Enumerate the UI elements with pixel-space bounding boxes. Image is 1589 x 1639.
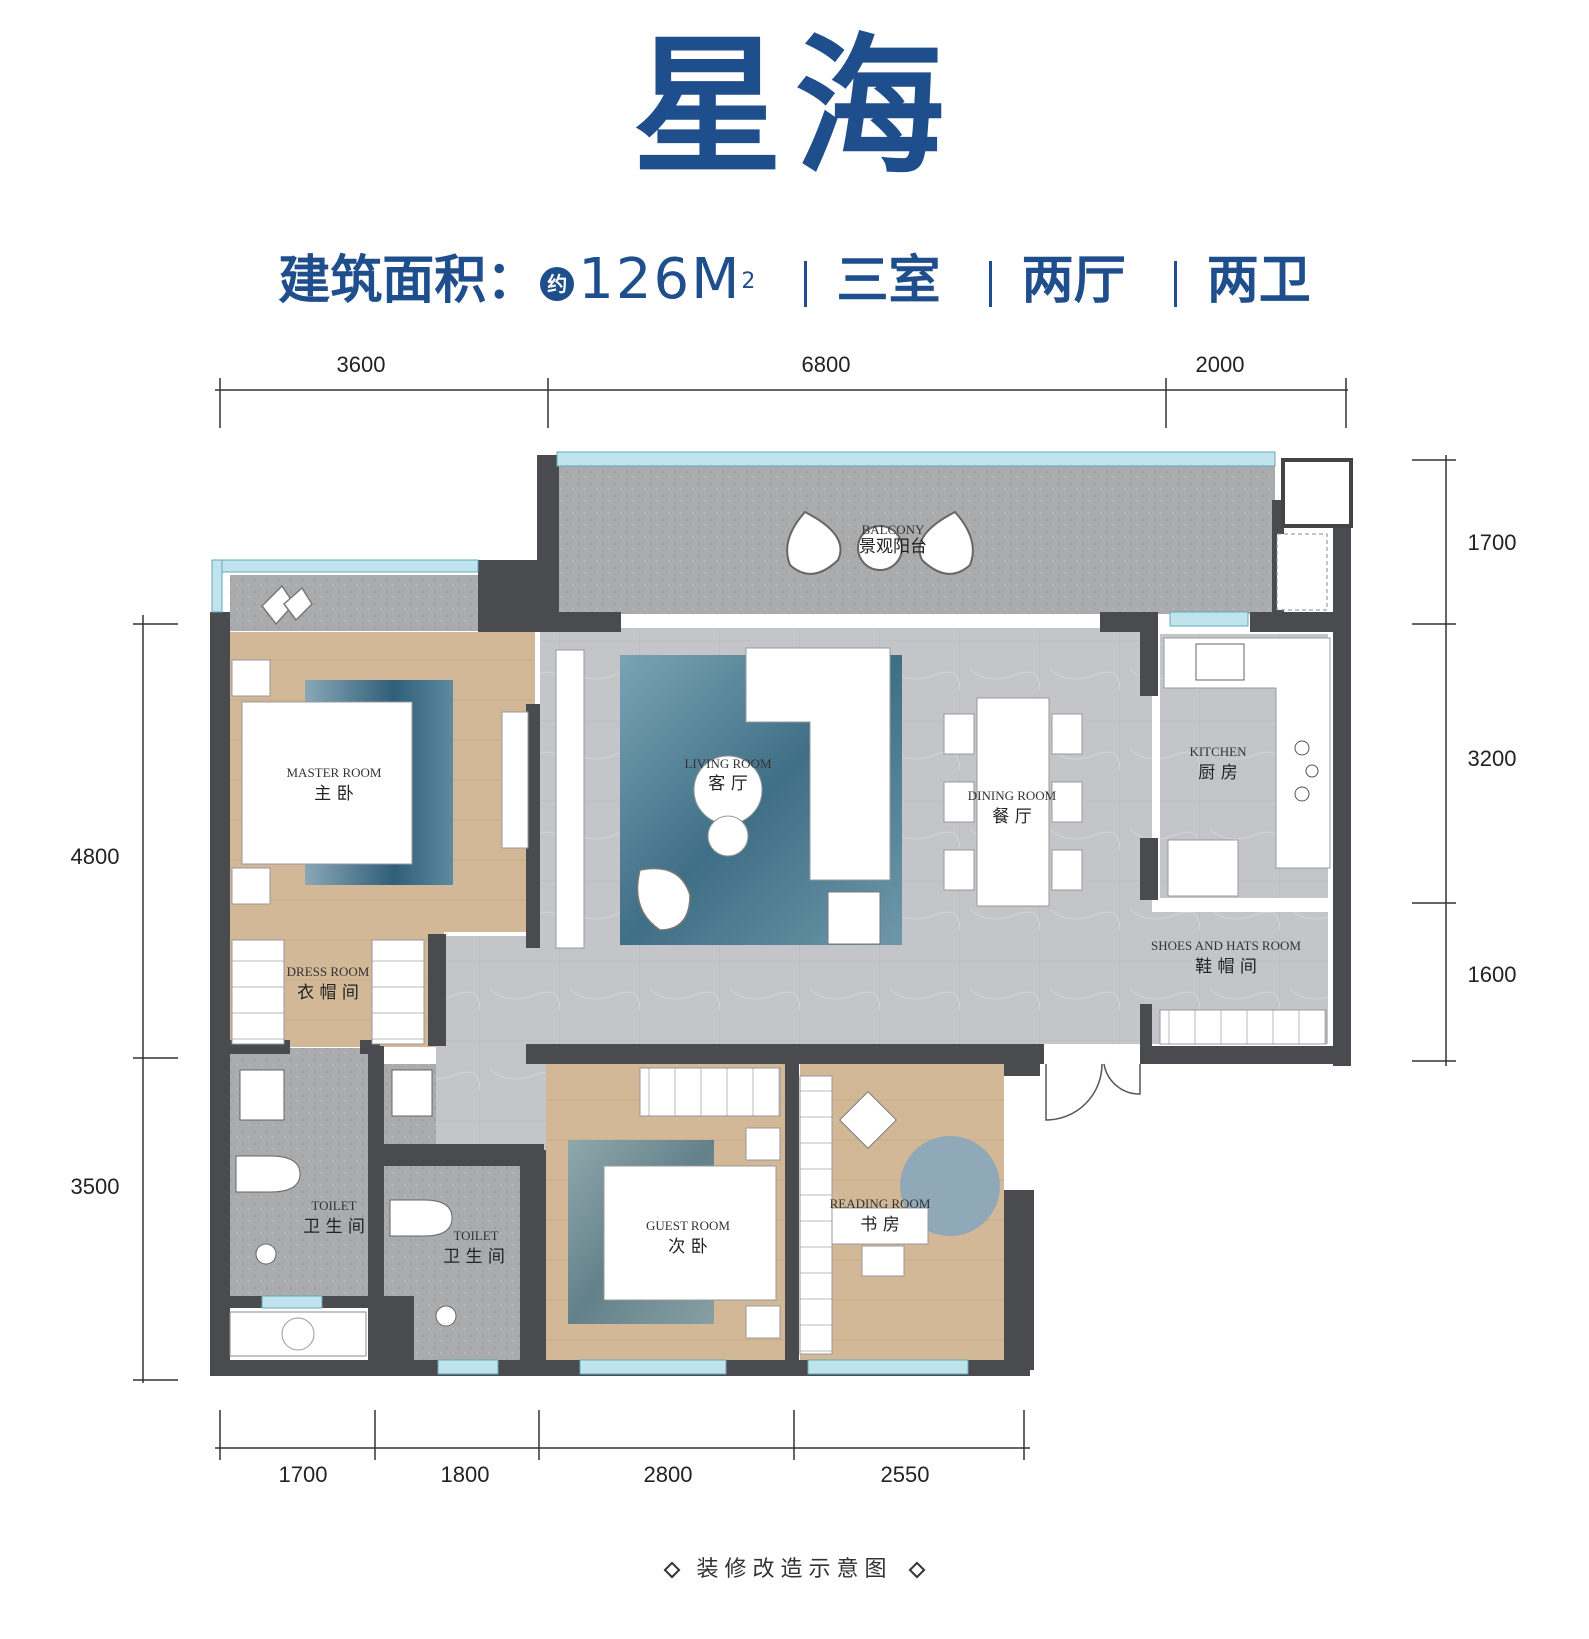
diamond-icon [908,1561,925,1579]
dim-top-2: 6800 [802,352,851,377]
nightstand [231,659,271,697]
coffee-table [707,815,749,857]
toilet2-label-en: TOILET [453,1228,498,1243]
side-table [827,891,881,945]
toilet-icon [235,1155,301,1193]
kitchen-counter [1163,637,1331,869]
dim-bottom-4: 2550 [881,1462,930,1487]
toilet1-label-en: TOILET [311,1198,356,1213]
wardrobe-right [371,939,425,1045]
stove-icon [1294,740,1319,802]
kitchen-label-en: KITCHEN [1189,744,1247,759]
master-label-en: MASTER ROOM [287,765,382,780]
living-label-zh: 客 厅 [708,774,747,794]
guest-wardrobe [639,1067,781,1117]
reading-lamp-table [839,1091,897,1149]
separator [1173,261,1177,307]
guest-bed[interactable] [603,1165,777,1301]
bedrooms-count: 三室 [836,251,941,311]
toilet1-label-zh: 卫 生 间 [303,1217,365,1237]
dim-right-2: 3200 [1468,746,1517,771]
guest-label-zh: 次 卧 [668,1237,707,1257]
sink-icon [1195,643,1245,681]
dining-label-zh: 餐 厅 [992,807,1031,827]
sofa[interactable] [745,647,891,881]
dim-top-1: 3600 [337,352,386,377]
walls [210,455,1351,1376]
nightstand [745,1127,781,1161]
vanity-sink-icon [239,1069,285,1121]
pillows-icon [261,584,313,626]
dining-label-en: DINING ROOM [968,788,1057,803]
fan-icon [281,1317,315,1351]
reading-desk[interactable] [831,1207,929,1245]
separator [988,261,992,307]
guest-label-en: GUEST ROOM [646,1218,730,1233]
kitchen-counter-lower [1167,839,1239,897]
vanity-sink-icon [391,1069,433,1117]
balcony-label-en: BALCONY [862,522,925,537]
dim-right-3: 1600 [1468,962,1517,987]
dimension-bottom [215,1410,1030,1460]
wardrobe-left [231,939,285,1045]
lounge-chair [636,867,691,931]
dress-label-zh: 衣 帽 间 [297,983,359,1003]
windows [211,451,1276,1375]
dimension-left [133,615,178,1383]
toilet2-label-zh: 卫 生 间 [443,1247,505,1267]
shoes-label-en: SHOES AND HATS ROOM [1151,938,1301,953]
dining-table[interactable] [976,697,1050,907]
toilet-icon [389,1199,453,1237]
area-superscript: 2 [741,269,756,294]
ac-unit [229,1311,367,1357]
entrance-door[interactable] [1045,1063,1141,1121]
shower-icon [435,1305,457,1327]
dim-bottom-2: 1800 [441,1462,490,1487]
halls-count: 两厅 [1021,251,1126,311]
master-label-zh: 主 卧 [314,784,353,804]
reading-label-en: READING ROOM [830,1196,931,1211]
dim-left-1: 4800 [71,844,120,869]
living-label-en: LIVING ROOM [684,756,771,771]
shoe-cabinet [1159,1009,1327,1045]
utility-balcony [1276,458,1353,611]
nightstand [745,1305,781,1339]
shoes-label-zh: 鞋 帽 间 [1195,957,1257,977]
dim-bottom-3: 2800 [644,1462,693,1487]
master-bed[interactable] [241,701,413,865]
dress-label-en: DRESS ROOM [287,964,370,979]
dimension-right [1412,455,1456,1066]
approx-badge: 约 [540,267,575,301]
balcony-floor [557,466,1275,614]
dim-right-1: 1700 [1468,530,1517,555]
area-value: 126M [578,247,742,312]
area-label: 建筑面积： [278,251,539,311]
separator [803,261,807,307]
shower-icon [255,1243,277,1265]
bookshelf [799,1075,833,1355]
diamond-icon [663,1561,681,1579]
footer-caption: 装修改造示意图 [0,1555,1589,1585]
dim-left-2: 3500 [71,1174,120,1199]
baths-count: 两卫 [1206,251,1311,311]
reading-chair [861,1245,905,1277]
dim-top-3: 2000 [1196,352,1245,377]
balcony-label-zh: 景观阳台 [859,537,927,557]
kitchen-label-zh: 厨 房 [1198,763,1237,783]
plan-title: 星海 [632,21,957,195]
balcony-chairs [786,510,974,575]
dimension-top [215,378,1348,428]
dining-chairs [943,713,1083,891]
master-tv-cabinet [501,711,529,849]
dim-bottom-1: 1700 [279,1462,328,1487]
nightstand [231,867,271,905]
footer-text: 装修改造示意图 [696,1557,893,1582]
reading-label-zh: 书 房 [860,1215,899,1235]
tv-console [555,649,585,949]
